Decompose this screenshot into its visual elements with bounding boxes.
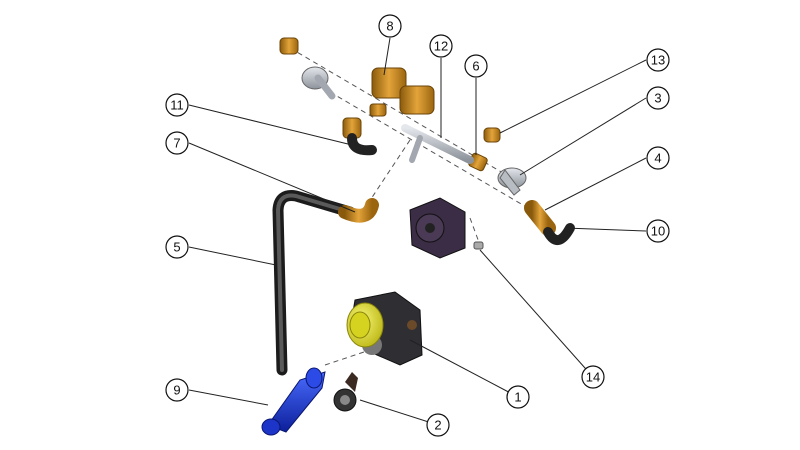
part-9-blue-fitting: [261, 367, 326, 436]
callout-2: 2: [426, 413, 450, 437]
part-13-orange-ring: [483, 127, 501, 143]
svg-text:7: 7: [173, 136, 180, 151]
callout-8: 8: [378, 14, 402, 38]
svg-text:8: 8: [386, 19, 393, 34]
part-7-orange-elbow: [338, 198, 379, 223]
svg-text:10: 10: [651, 224, 665, 239]
callout-14: 14: [581, 365, 605, 389]
part-10-black-elbow: [543, 223, 575, 245]
svg-text:1: 1: [514, 390, 521, 405]
svg-text:11: 11: [170, 98, 184, 113]
part-8-orange-sleeves: [371, 67, 435, 115]
svg-text:13: 13: [651, 53, 665, 68]
callout-10: 10: [646, 219, 670, 243]
part-1-water-pump: [346, 291, 423, 366]
callout-5: 5: [165, 235, 189, 259]
part-5-long-hose: [272, 190, 356, 376]
callout-3: 3: [646, 86, 670, 110]
svg-text:3: 3: [654, 91, 661, 106]
part-2-tensioner: [333, 372, 358, 412]
callout-12: 12: [429, 34, 453, 58]
callout-6: 6: [464, 54, 488, 78]
callout-11: 11: [165, 93, 189, 117]
svg-text:9: 9: [173, 383, 180, 398]
callout-13: 13: [646, 48, 670, 72]
svg-text:14: 14: [586, 370, 600, 385]
callout-1: 1: [506, 385, 530, 409]
svg-text:6: 6: [472, 59, 479, 74]
callout-9: 9: [165, 378, 189, 402]
part-11-elbow: [342, 117, 377, 156]
part-3-metal-fitting: [497, 167, 527, 196]
top-left-fitting-group: [279, 37, 387, 117]
leader-lines: [188, 37, 647, 426]
svg-text:5: 5: [173, 240, 180, 255]
callout-7: 7: [165, 131, 189, 155]
svg-text:4: 4: [654, 151, 661, 166]
part-12-metal-tee: [401, 124, 474, 164]
svg-text:12: 12: [434, 39, 448, 54]
callout-4: 4: [646, 146, 670, 170]
part-4-orange-hose: [524, 200, 556, 236]
part-14-pump-flange: [409, 197, 484, 259]
svg-text:2: 2: [434, 418, 441, 433]
